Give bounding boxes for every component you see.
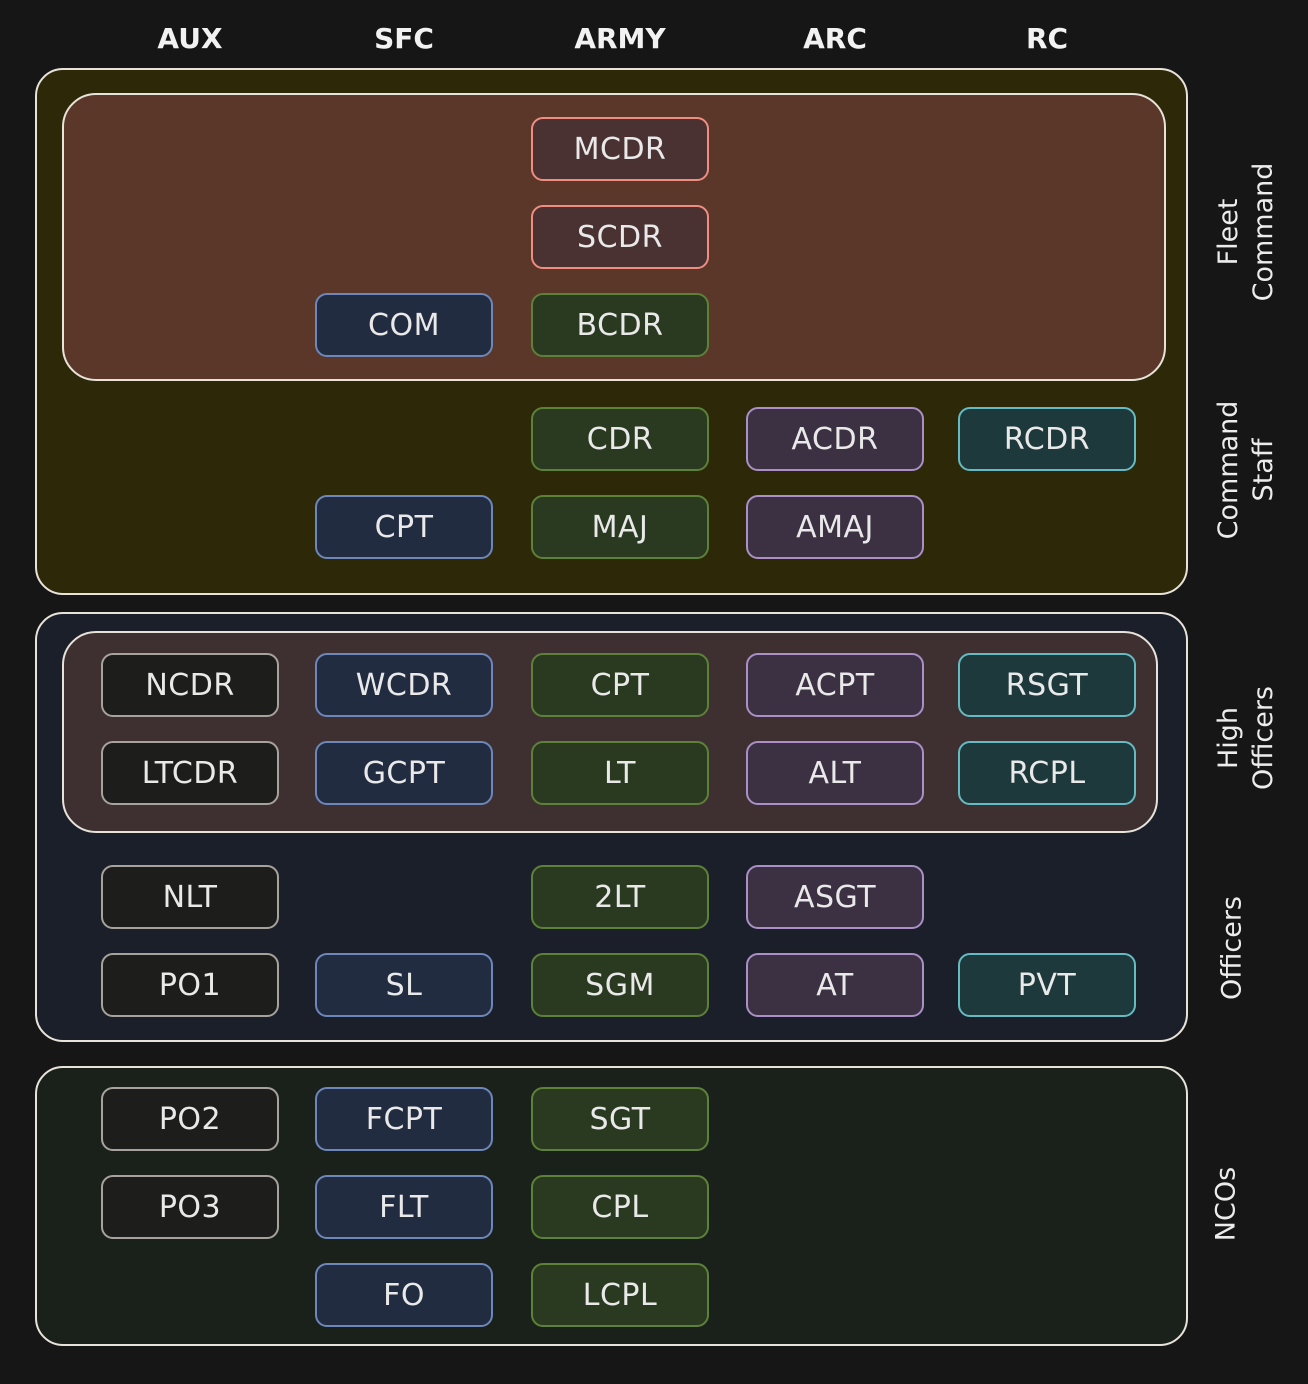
section-label-high-officers: High Officers — [1212, 686, 1279, 790]
column-header-sfc: SFC — [374, 22, 434, 55]
rank-box-nlt: NLT — [101, 865, 279, 929]
rank-box-po2: PO2 — [101, 1087, 279, 1151]
rank-box-rcdr: RCDR — [958, 407, 1136, 471]
rank-box-cpt: CPT — [315, 495, 493, 559]
section-label-officers: Officers — [1216, 896, 1248, 1000]
rank-box-pvt: PVT — [958, 953, 1136, 1017]
rank-box-po1: PO1 — [101, 953, 279, 1017]
rank-box-rcpl: RCPL — [958, 741, 1136, 805]
rank-box-acpt: ACPT — [746, 653, 924, 717]
section-label-command-staff: Command Staff — [1212, 400, 1279, 540]
rank-box-ltcdr: LTCDR — [101, 741, 279, 805]
rank-box-fo: FO — [315, 1263, 493, 1327]
rank-box-mcdr: MCDR — [531, 117, 709, 181]
rank-box-bcdr: BCDR — [531, 293, 709, 357]
rank-box-com: COM — [315, 293, 493, 357]
rank-box-cpt: CPT — [531, 653, 709, 717]
rank-box-rsgt: RSGT — [958, 653, 1136, 717]
rank-box-sgt: SGT — [531, 1087, 709, 1151]
column-header-arc: ARC — [803, 22, 867, 55]
rank-box-cdr: CDR — [531, 407, 709, 471]
rank-box-maj: MAJ — [531, 495, 709, 559]
rank-box-scdr: SCDR — [531, 205, 709, 269]
rank-box-alt: ALT — [746, 741, 924, 805]
rank-box-flt: FLT — [315, 1175, 493, 1239]
rank-box-ncdr: NCDR — [101, 653, 279, 717]
rank-box-sl: SL — [315, 953, 493, 1017]
rank-box-lt: LT — [531, 741, 709, 805]
column-header-aux: AUX — [157, 22, 223, 55]
rank-box-asgt: ASGT — [746, 865, 924, 929]
rank-box-fcpt: FCPT — [315, 1087, 493, 1151]
column-header-army: ARMY — [574, 22, 666, 55]
rank-box-lcpl: LCPL — [531, 1263, 709, 1327]
rank-box-cpl: CPL — [531, 1175, 709, 1239]
rank-box-amaj: AMAJ — [746, 495, 924, 559]
rank-box-po3: PO3 — [101, 1175, 279, 1239]
rank-box-2lt: 2LT — [531, 865, 709, 929]
rank-box-acdr: ACDR — [746, 407, 924, 471]
section-label-ncos: NCOs — [1210, 1166, 1242, 1242]
rank-box-sgm: SGM — [531, 953, 709, 1017]
column-header-rc: RC — [1025, 22, 1069, 55]
rank-box-at: AT — [746, 953, 924, 1017]
section-label-fleet-command: Fleet Command — [1212, 162, 1279, 302]
rank-box-wcdr: WCDR — [315, 653, 493, 717]
rank-box-gcpt: GCPT — [315, 741, 493, 805]
